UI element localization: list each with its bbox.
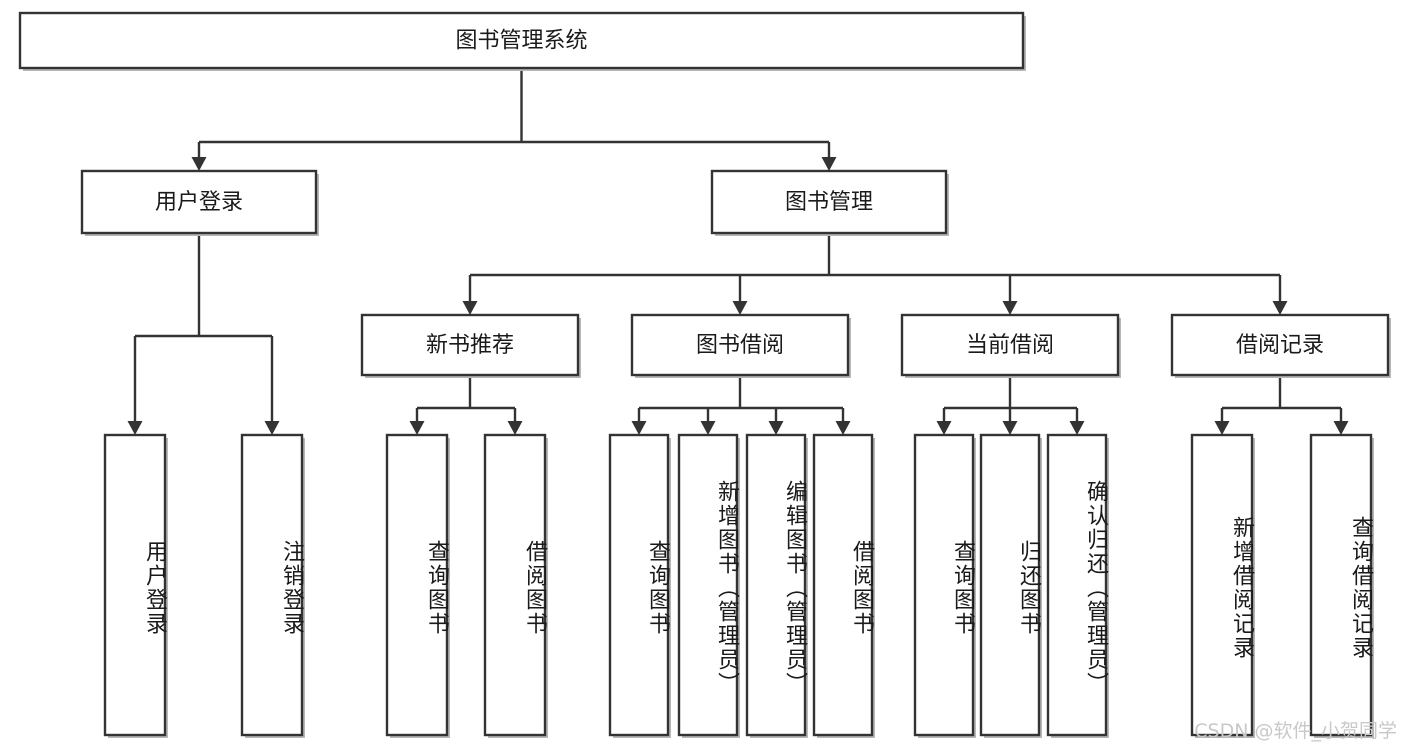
node-box-leaf-query-book-cur[interactable]: [913, 433, 975, 737]
arrow-head-new-book-rec: [462, 301, 478, 315]
arrow-head-leaf-add-record: [1214, 421, 1230, 435]
node-label-new-book-rec: 新书推荐: [426, 333, 514, 358]
node-box-leaf-edit-book[interactable]: [745, 433, 807, 737]
node-box-leaf-logout[interactable]: [240, 433, 304, 737]
node-box-current-borrow[interactable]: [900, 313, 1120, 377]
node-label-book-manage: 图书管理: [785, 190, 873, 215]
arrow-head-current-borrow: [1002, 301, 1018, 315]
arrow-head-user-login: [191, 157, 207, 171]
arrow-head-leaf-borrow-book: [835, 421, 851, 435]
arrow-head-leaf-query-book-cur: [936, 421, 952, 435]
arrow-head-book-borrow: [732, 301, 748, 315]
node-label-root: 图书管理系统: [455, 29, 587, 54]
arrow-head-leaf-add-book: [700, 421, 716, 435]
node-label-user-login: 用户登录: [155, 190, 243, 215]
node-box-user-login[interactable]: [80, 169, 318, 235]
arrow-head-leaf-logout: [264, 421, 280, 435]
arrow-head-leaf-return-book: [1002, 421, 1018, 435]
node-box-leaf-user-login[interactable]: [103, 433, 167, 737]
node-box-leaf-confirm-return[interactable]: [1046, 433, 1108, 737]
arrow-head-leaf-user-login: [127, 421, 143, 435]
node-box-borrow-record[interactable]: [1170, 313, 1390, 377]
arrow-head-leaf-query-record: [1333, 421, 1349, 435]
arrow-head-leaf-edit-book: [768, 421, 784, 435]
node-box-leaf-borrow-book-rec[interactable]: [483, 433, 547, 737]
arrow-head-borrow-record: [1272, 301, 1288, 315]
node-box-leaf-add-book[interactable]: [677, 433, 739, 737]
arrow-head-leaf-query-book-rec: [409, 421, 425, 435]
node-box-leaf-query-book-rec[interactable]: [385, 433, 449, 737]
node-label-current-borrow: 当前借阅: [966, 333, 1054, 358]
node-label-borrow-record: 借阅记录: [1236, 333, 1324, 358]
box-layer: [18, 11, 1391, 738]
arrow-head-book-manage: [821, 157, 837, 171]
node-box-new-book-rec[interactable]: [360, 313, 580, 377]
node-box-leaf-query-book-borrow[interactable]: [608, 433, 670, 737]
node-box-root[interactable]: [18, 11, 1025, 70]
node-box-leaf-query-record[interactable]: [1309, 433, 1373, 737]
arrow-head-leaf-query-book-borrow: [631, 421, 647, 435]
edge-layer: [127, 68, 1349, 435]
node-label-book-borrow: 图书借阅: [696, 333, 784, 358]
arrow-head-leaf-confirm-return: [1069, 421, 1085, 435]
node-box-book-manage[interactable]: [710, 169, 948, 235]
node-box-leaf-return-book[interactable]: [979, 433, 1041, 737]
node-box-leaf-add-record[interactable]: [1190, 433, 1254, 737]
node-box-book-borrow[interactable]: [630, 313, 850, 377]
node-box-leaf-borrow-book[interactable]: [812, 433, 874, 737]
arrow-head-leaf-borrow-book-rec: [507, 421, 523, 435]
